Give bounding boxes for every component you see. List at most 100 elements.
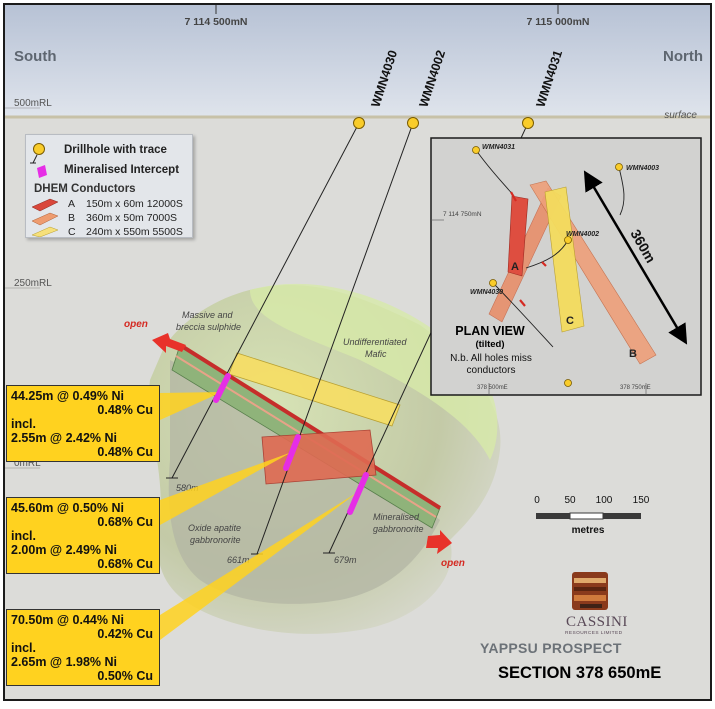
hole-depth: 679m: [334, 555, 357, 565]
plan-view-note: conductors: [467, 365, 516, 376]
plan-northing: 7 114 750mN: [443, 211, 482, 218]
geology-label: Mafic: [365, 349, 387, 359]
intercept-line: 0.68% Cu: [97, 515, 153, 529]
hole-depth: 580m: [176, 483, 199, 493]
legend-conductor-letter: B: [68, 212, 76, 224]
legend-conductor-letter: A: [68, 198, 76, 210]
rl-label: 0mRL: [14, 458, 41, 469]
plan-easting: 378 500mE: [477, 385, 508, 391]
geology-label: gabbronorite: [190, 535, 241, 545]
legend-conductor-text: 360m x 50m 7000S: [86, 212, 178, 224]
intercept-line: 0.68% Cu: [97, 557, 153, 571]
plan-collar-icon: [564, 379, 572, 387]
intercept-line: 70.50m @ 0.44% Ni: [11, 613, 124, 627]
intercept-line: 2.55m @ 2.42% Ni: [11, 431, 117, 445]
length-arrow: [583, 170, 688, 345]
intercept-line: 0.42% Cu: [97, 627, 153, 641]
intercept-line: 0.48% Cu: [97, 445, 153, 459]
plan-plate-label: A: [511, 261, 519, 273]
collar-icon: [353, 117, 365, 129]
intercept-box: 70.50m @ 0.44% Ni 0.42% Cu incl. 2.65m @…: [6, 609, 160, 686]
scale-tick: 100: [596, 495, 613, 506]
north-label: North: [663, 48, 703, 65]
intercept-line: incl.: [11, 417, 37, 431]
scale-tick: 0: [534, 495, 540, 506]
plan-plate-label: B: [629, 348, 637, 360]
plan-collar-icon: [564, 236, 572, 244]
plan-hole-label: WMN4030: [470, 289, 503, 296]
geology-label: Undifferentiated: [343, 337, 408, 347]
geology-label: gabbronorite: [373, 524, 424, 534]
legend-conductor-letter: C: [68, 226, 76, 238]
plan-conductor-a: [507, 195, 529, 277]
collar-icon: [522, 117, 534, 129]
plan-view-sub: (tilted): [475, 339, 504, 350]
callout-leader: [160, 392, 222, 420]
plate-b-icon: [31, 212, 59, 226]
plan-view-title: PLAN VIEW: [455, 324, 525, 338]
gabbronorite-lower: [168, 360, 440, 604]
scale-unit: metres: [572, 525, 605, 536]
open-arrow-left: [152, 333, 186, 353]
sky: [5, 5, 710, 117]
drillhole-trace-wmn4030: [171, 122, 360, 479]
geology-label: Massive and: [182, 310, 234, 320]
sulphide-horizon: [178, 343, 442, 510]
plan-plate-label: C: [566, 315, 574, 327]
intercept-line: incl.: [11, 641, 37, 655]
geology-label: Oxide apatite: [188, 523, 241, 533]
plan-collar-icon: [472, 146, 480, 154]
legend-conductors-title: DHEM Conductors: [34, 183, 136, 195]
prospect-title: YAPPSU PROSPECT: [480, 640, 622, 656]
plan-hole-label: WMN4003: [626, 165, 659, 172]
scale-tick: 150: [633, 495, 650, 506]
legend-intercept: Mineralised Intercept: [64, 164, 180, 176]
plate-c-icon: [31, 226, 59, 237]
intercept-wmn4030: [213, 373, 231, 403]
northing-label: 7 114 500mN: [184, 16, 247, 28]
legend-drillhole: Drillhole with trace: [64, 144, 167, 156]
intercept-icon: [37, 165, 47, 178]
callout-leader: [160, 452, 292, 525]
intercept-line: 2.65m @ 1.98% Ni: [11, 655, 117, 669]
drillhole-trace-wmn4002: [256, 122, 414, 555]
open-label-right: open: [441, 558, 465, 569]
plan-hole-label: WMN4031: [482, 144, 515, 151]
collar-icon: [407, 117, 419, 129]
plan-hole-label: WMN4002: [566, 231, 599, 238]
south-label: South: [14, 48, 57, 65]
plan-collar-icon: [489, 279, 497, 287]
plate-a-icon: [31, 198, 59, 212]
intercept-line: 0.48% Cu: [97, 403, 153, 417]
conductor-a-section: [261, 429, 377, 485]
legend-conductor-text: 150m x 60m 12000S: [86, 198, 183, 210]
rl-label: 500mRL: [14, 98, 52, 109]
geology-label: breccia sulphide: [176, 322, 241, 332]
callout-leader: [160, 492, 358, 640]
intercept-line: 2.00m @ 2.49% Ni: [11, 543, 117, 557]
intercept-line: incl.: [11, 529, 37, 543]
scale-tick: 50: [564, 495, 576, 506]
open-label-left: open: [124, 319, 148, 330]
intercept-line: 44.25m @ 0.49% Ni: [11, 389, 124, 403]
logo-sub: RESOURCES LIMITED: [565, 631, 623, 636]
intercept-line: 45.60m @ 0.50% Ni: [11, 501, 124, 515]
section-title: SECTION 378 650mE: [498, 664, 662, 682]
legend-conductor-text: 240m x 550m 5500S: [86, 226, 183, 238]
scale-bar: 0 50 100 150 metres: [534, 495, 650, 536]
intercept-box: 45.60m @ 0.50% Ni 0.68% Cu incl. 2.00m @…: [6, 497, 160, 574]
intercept-wmn4031: [347, 472, 369, 515]
collar-icon: [33, 143, 45, 155]
cassini-logo: [572, 572, 608, 610]
northing-label: 7 115 000mN: [526, 16, 589, 28]
undifferentiated-mafic: [250, 283, 498, 460]
logo-name: CASSINI: [566, 614, 628, 630]
open-arrow-right: [426, 530, 452, 554]
conductor-c-section: [228, 352, 401, 427]
hole-depth: 661m: [227, 555, 250, 565]
plan-view-inset: 7 114 750mN 378 500mE 378 750mE A B C WM…: [430, 137, 702, 396]
intercept-wmn4002: [283, 434, 301, 471]
legend: Drillhole with trace Mineralised Interce…: [25, 134, 193, 238]
